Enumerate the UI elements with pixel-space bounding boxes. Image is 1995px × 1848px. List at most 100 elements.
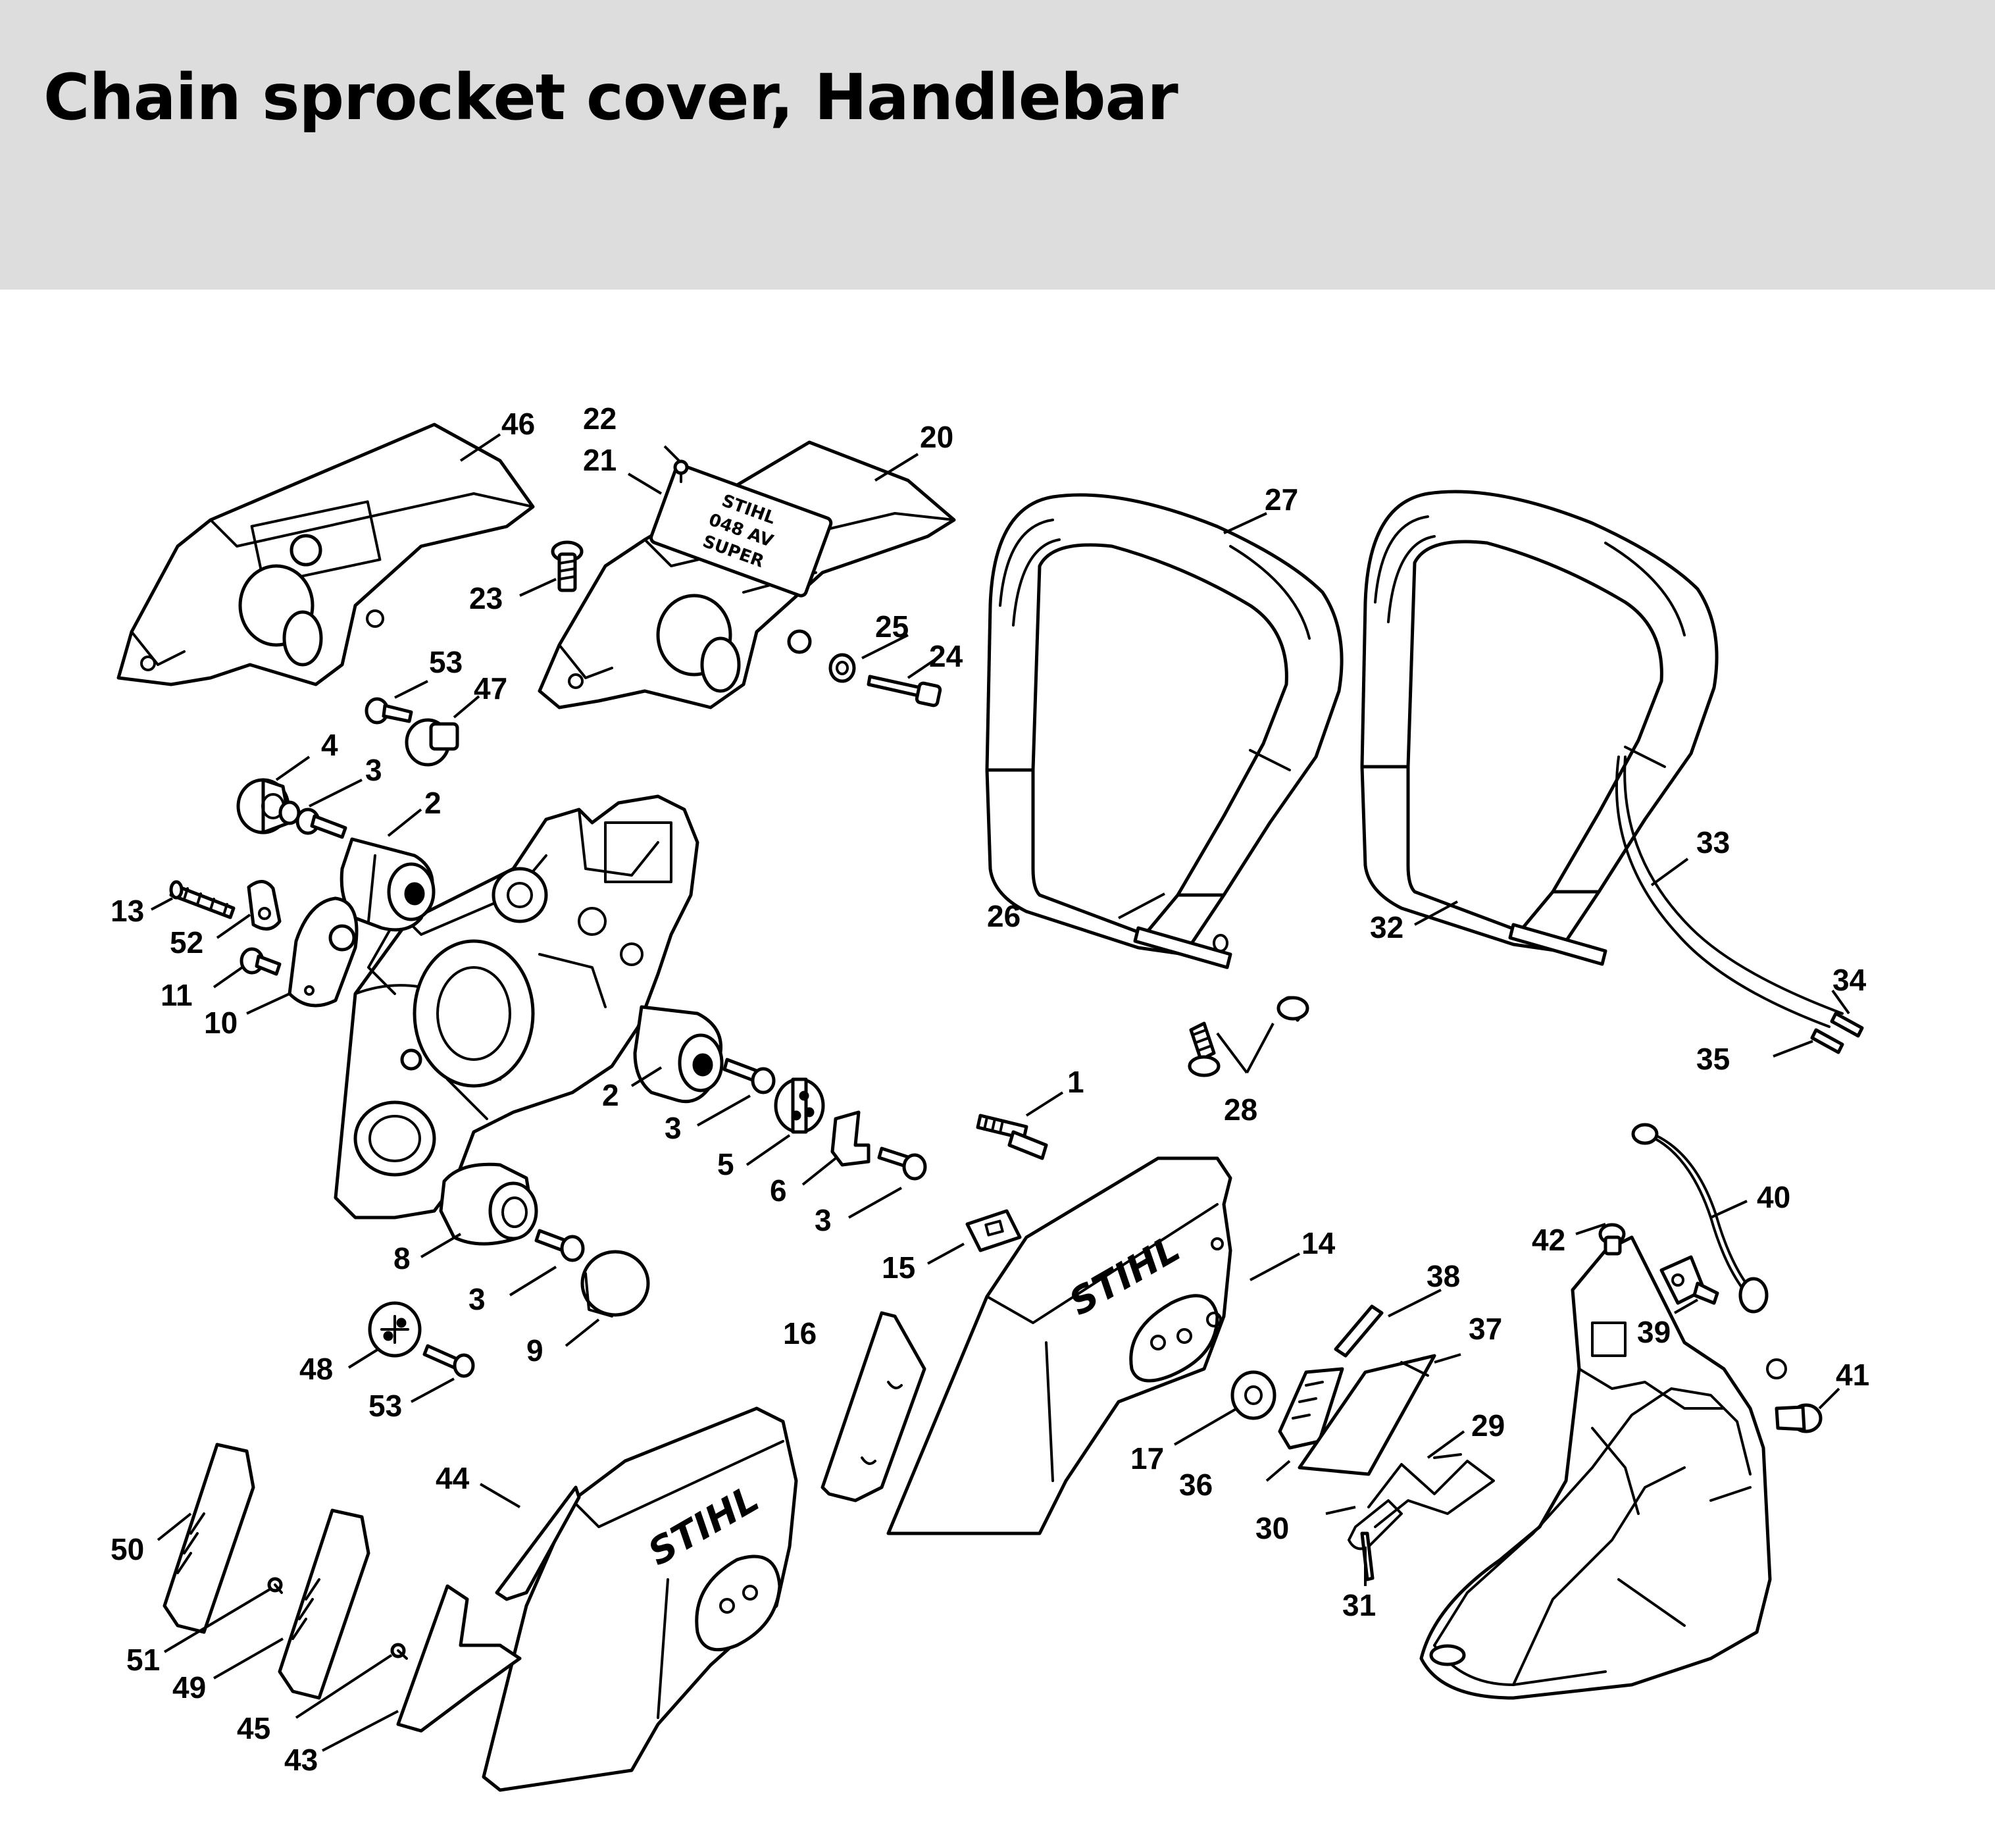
bumper-50 — [163, 1443, 255, 1634]
callout-16: 16 — [783, 1316, 817, 1350]
handlebar-32 — [1360, 490, 1844, 1028]
terminal-34 — [1830, 1012, 1864, 1038]
screws-28 — [1188, 996, 1309, 1077]
nut-17 — [1230, 1370, 1276, 1420]
callout-4: 4 — [321, 728, 338, 762]
screw-22 — [673, 459, 689, 483]
callout-48: 48 — [299, 1352, 333, 1386]
callout-34: 34 — [1832, 963, 1867, 997]
callout-25: 25 — [875, 609, 909, 644]
pin-38 — [1334, 1304, 1384, 1358]
pin-31 — [1360, 1531, 1375, 1581]
callout-47: 47 — [474, 671, 507, 706]
screw-51 — [267, 1577, 283, 1594]
callout-17: 17 — [1130, 1441, 1164, 1476]
callout-23: 23 — [469, 581, 503, 615]
sprocket-cover-14: STIHL — [886, 1156, 1232, 1535]
cap-9 — [580, 1250, 650, 1318]
switch-39 — [1659, 1255, 1719, 1305]
bracket-52 — [247, 880, 282, 931]
callout-6: 6 — [770, 1173, 787, 1208]
callout-3-d: 3 — [468, 1282, 486, 1316]
callout-24: 24 — [929, 639, 963, 673]
callout-32: 32 — [1370, 910, 1403, 944]
callout-2-b: 2 — [602, 1078, 619, 1112]
screw-11 — [240, 947, 282, 976]
callout-39: 39 — [1637, 1315, 1671, 1349]
screw-24 — [867, 675, 942, 707]
callout-29: 29 — [1471, 1408, 1505, 1443]
spring-29 — [1367, 1453, 1495, 1528]
terminal-35 — [1810, 1028, 1844, 1054]
buffer-2-upper — [340, 837, 436, 932]
callout-40: 40 — [1757, 1180, 1790, 1214]
stud-1 — [976, 1114, 1048, 1160]
callout-35: 35 — [1696, 1042, 1730, 1076]
screw-23 — [551, 540, 584, 592]
callout-27: 27 — [1265, 482, 1298, 517]
callout-33: 33 — [1696, 825, 1730, 860]
stud-13 — [169, 880, 236, 919]
callout-15: 15 — [882, 1250, 915, 1285]
callout-49: 49 — [172, 1670, 206, 1705]
spider-48 — [368, 1301, 422, 1358]
callout-44: 44 — [436, 1461, 470, 1495]
callout-3-b: 3 — [665, 1111, 682, 1145]
callout-2-a: 2 — [424, 786, 442, 820]
callout-labels: 46 20 22 21 23 25 24 53 47 4 3 2 13 52 1… — [111, 401, 1869, 1777]
plate-37 — [1298, 1354, 1436, 1476]
callout-36: 36 — [1179, 1468, 1213, 1502]
screw-42 — [1598, 1223, 1626, 1256]
callout-31: 31 — [1342, 1588, 1376, 1622]
callout-8: 8 — [393, 1241, 411, 1275]
screw-3-a — [295, 808, 347, 839]
spider-5 — [774, 1077, 825, 1134]
bumper-49 — [278, 1508, 370, 1700]
buffer-8 — [439, 1162, 538, 1246]
callout-26: 26 — [987, 899, 1021, 933]
rear-handle-housing — [1419, 1235, 1787, 1700]
leader-lines — [151, 433, 1850, 1752]
screw-53-upper — [365, 697, 413, 725]
nut-25 — [828, 653, 856, 683]
buffer-2-lower — [633, 1005, 724, 1104]
guide-44 — [495, 1485, 581, 1601]
page-title: Chain sprocket cover, Handlebar — [43, 61, 1178, 134]
callout-11: 11 — [161, 978, 193, 1012]
callout-28: 28 — [1224, 1092, 1257, 1127]
callout-9: 9 — [526, 1333, 543, 1368]
plate-10 — [288, 896, 359, 1008]
callout-46: 46 — [501, 407, 535, 441]
callout-51: 51 — [126, 1643, 160, 1677]
callout-10: 10 — [204, 1006, 238, 1040]
callout-53-lower: 53 — [368, 1389, 402, 1423]
callout-42: 42 — [1532, 1223, 1565, 1257]
callout-3-a: 3 — [365, 753, 382, 787]
screw-3-c — [877, 1146, 927, 1181]
screw-3-b — [722, 1058, 776, 1094]
callout-13: 13 — [111, 894, 144, 928]
callout-52: 52 — [170, 925, 203, 960]
nut-41 — [1775, 1403, 1823, 1433]
callout-50: 50 — [111, 1532, 144, 1566]
callout-45: 45 — [237, 1711, 270, 1745]
bushing-47 — [405, 718, 459, 767]
screw-3-d — [534, 1229, 585, 1262]
screw-45 — [390, 1643, 408, 1660]
callout-30: 30 — [1255, 1511, 1289, 1545]
callout-5: 5 — [717, 1147, 734, 1181]
callout-20: 20 — [920, 420, 953, 454]
exploded-parts-diagram: STIHL 048 AV SUPER — [111, 401, 1869, 1792]
callout-41: 41 — [1836, 1358, 1869, 1392]
callout-53-upper: 53 — [429, 645, 463, 679]
callout-1: 1 — [1067, 1065, 1084, 1099]
screw-53-lower — [422, 1344, 475, 1378]
block-36 — [1278, 1367, 1344, 1450]
callout-43: 43 — [284, 1743, 318, 1777]
header-bar: Chain sprocket cover, Handlebar — [0, 0, 1995, 290]
callout-3-c: 3 — [815, 1203, 832, 1237]
bracket-6 — [830, 1110, 871, 1167]
shroud-46 — [116, 423, 535, 686]
guide-16 — [821, 1311, 926, 1502]
guide-43 — [396, 1584, 522, 1733]
